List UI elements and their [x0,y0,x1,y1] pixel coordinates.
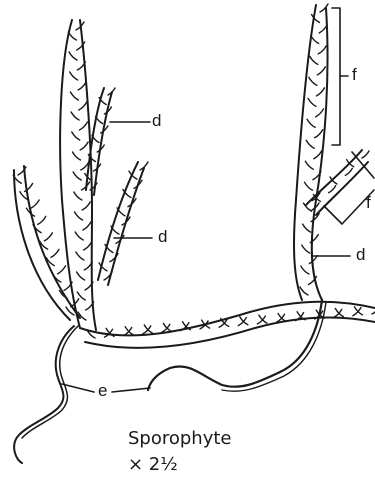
leaf-scale [68,32,76,40]
leaf-scale [257,316,265,324]
leaf-scale [345,168,352,175]
leaf-scale [362,151,369,158]
leaf-scale [315,130,323,138]
leaf-scale [300,287,308,295]
leaf-scale [238,318,246,326]
leaf-scale [311,35,319,43]
leaf-scale [319,25,327,33]
leaf-scale [79,102,87,110]
leaf-scale [71,112,79,120]
creeping-stem [80,302,375,348]
label-f-top: f [352,66,357,83]
label-d-right: d [356,246,365,263]
leaf-scale [143,326,151,334]
leaf-scale [310,56,318,64]
root-left [14,326,78,463]
leaf-scale [51,249,59,257]
leaf-scale [84,242,92,250]
label-d-upper: d [152,112,161,129]
leaf-scale [334,309,342,317]
caption-title: Sporophyte [128,430,232,448]
label-d-left: d [158,228,167,245]
leaf-scale [78,82,86,90]
leaf-scale [316,109,324,117]
leaf-scale [83,222,91,230]
leaf-scale [353,308,361,316]
leaf-scale [44,233,52,241]
leaf-scale [31,200,39,208]
branch-left-main [60,20,96,330]
leaf-scale [74,192,82,200]
leaf-scale [38,216,46,224]
leaf-scale [124,328,132,336]
leaf-scale [318,46,326,54]
leaf-scale [73,172,81,180]
leaf-scale [308,98,316,106]
label-e: e [98,382,107,399]
branch-right-lateral [98,162,148,285]
leaf-scale [305,161,313,169]
leaf-scale [314,151,322,159]
leaf-scale [307,119,315,127]
leaf-scale [75,212,83,220]
leaf-scale [329,186,336,193]
stem-leaves [87,306,375,338]
leaf-scale [80,142,88,150]
leaf-scale [70,72,78,80]
leaf-scale [69,52,77,60]
leaf-scale [301,266,309,274]
leaf-scale [317,67,325,75]
leaf-scale [82,202,90,210]
leaf-scale [77,272,85,280]
caption-scale: × 2½ [128,456,178,474]
leaf-scale [75,232,83,240]
leaf-scale [70,92,78,100]
leaf-scale [316,88,324,96]
leaf-scale [58,266,66,274]
leaf-scale [303,224,311,232]
leaf-scale [304,182,312,190]
leaf-scale [309,77,317,85]
leaf-scale [72,152,80,160]
leaf-scale [76,252,84,260]
leaf-scale [162,324,170,332]
leaf-scale [306,140,314,148]
leaf-scale [72,132,80,140]
leaf-scale [302,245,310,253]
label-f-side: f [366,194,371,211]
branch-left-side [13,166,80,320]
leaf-scale [79,122,87,130]
bracket-f-top [332,8,348,145]
